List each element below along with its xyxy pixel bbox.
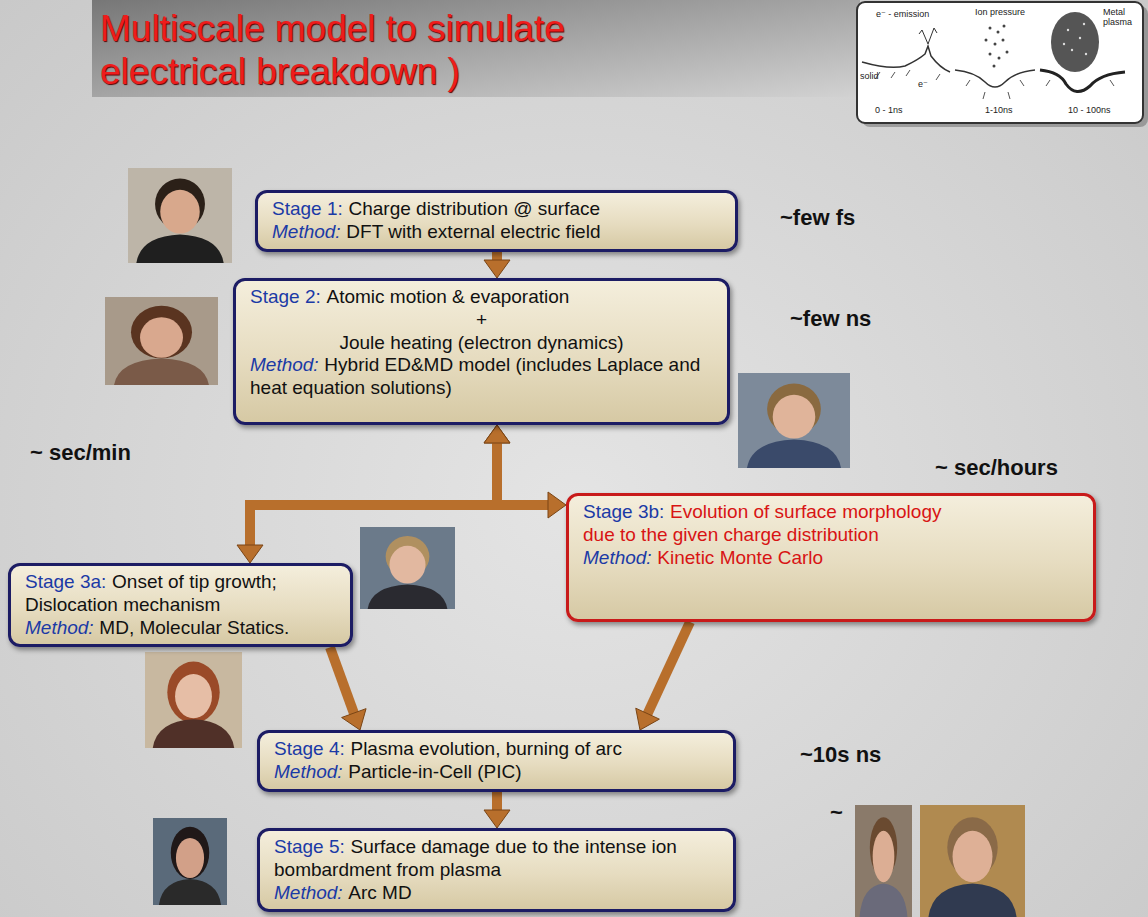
time-scale: ~ sec/hours	[935, 455, 1058, 481]
method-label: Method:	[272, 221, 341, 242]
stage-description: Joule heating (electron dynamics)	[339, 332, 623, 353]
time-scale: ~few fs	[780, 205, 855, 231]
illustration-label: 0 - 1ns	[875, 106, 903, 116]
method-text: Arc MD	[348, 882, 411, 903]
stage-box: Stage 5:Surface damage due to the intens…	[257, 828, 736, 912]
method-text: DFT with external electric field	[346, 221, 600, 242]
stage-label: Stage 5:	[274, 836, 345, 857]
method-label: Method:	[274, 882, 343, 903]
stage-box: Stage 1:Charge distribution @ surfaceMet…	[255, 190, 738, 252]
stage-box: Stage 3a:Onset of tip growth; Dislocatio…	[8, 563, 353, 647]
method-label: Method:	[250, 354, 319, 375]
connector-line	[647, 622, 690, 715]
method-text: Kinetic Monte Carlo	[657, 547, 823, 568]
method-text: Particle-in-Cell (PIC)	[348, 761, 521, 782]
connector-line	[250, 441, 497, 547]
title: Multiscale model to simulate electrical …	[100, 8, 720, 93]
method-text: MD, Molecular Statics.	[99, 617, 289, 638]
illustration-label: 1-10ns	[985, 106, 1013, 116]
stage-box: Stage 4:Plasma evolution, burning of arc…	[257, 730, 736, 792]
time-scale: ~10s ns	[800, 742, 881, 768]
method-label: Method:	[274, 761, 343, 782]
arrow-head	[636, 708, 660, 730]
arrow-head	[484, 260, 510, 278]
time-scale: ~few ns	[790, 306, 871, 332]
connector-line	[330, 647, 355, 715]
method-label: Method:	[25, 617, 94, 638]
illustration-label: Metal plasma	[1103, 8, 1139, 28]
title-banner	[92, 0, 860, 97]
stage-label: Stage 3a:	[25, 571, 106, 592]
arrow-head	[484, 810, 510, 828]
stage-label: Stage 1:	[272, 198, 343, 219]
connector-arrow	[636, 622, 690, 730]
stage-label: Stage 3b:	[583, 501, 664, 522]
arrow-head	[548, 492, 566, 518]
illustration-label: 10 - 100ns	[1068, 106, 1111, 116]
illustration-label: e⁻	[918, 80, 928, 90]
connector-arrow	[237, 425, 510, 563]
arrow-head	[484, 425, 510, 443]
breakdown-illustration	[857, 2, 1148, 127]
arrow-head	[484, 425, 510, 443]
stage-description: Atomic motion & evaporation	[326, 286, 569, 307]
connector-line	[492, 792, 502, 812]
stage-label: Stage 4:	[274, 738, 345, 759]
stage-description: Charge distribution @ surface	[348, 198, 600, 219]
connector-arrow	[330, 647, 366, 730]
arrow-head	[342, 709, 366, 730]
connector-arrow	[484, 425, 566, 518]
stage-description: Plasma evolution, burning of arc	[350, 738, 621, 759]
time-scale: ~	[830, 800, 843, 826]
illustration-label: solid	[860, 72, 879, 82]
connector-arrow	[484, 252, 510, 278]
arrow-head	[237, 545, 263, 563]
method-label: Method:	[583, 547, 652, 568]
stage-box: Stage 3b:Evolution of surface morphology…	[566, 493, 1096, 622]
illustration-label: e⁻ - emission	[876, 10, 929, 20]
illustration-label: Ion pressure	[975, 8, 1025, 18]
connector-arrow	[484, 792, 510, 828]
connector-line	[497, 441, 550, 505]
time-scale: ~ sec/min	[30, 440, 131, 466]
stage-label: Stage 2:	[250, 286, 321, 307]
stage-box: Stage 2:Atomic motion & evaporation+Joul…	[233, 278, 730, 425]
stage-description: +	[476, 309, 487, 330]
